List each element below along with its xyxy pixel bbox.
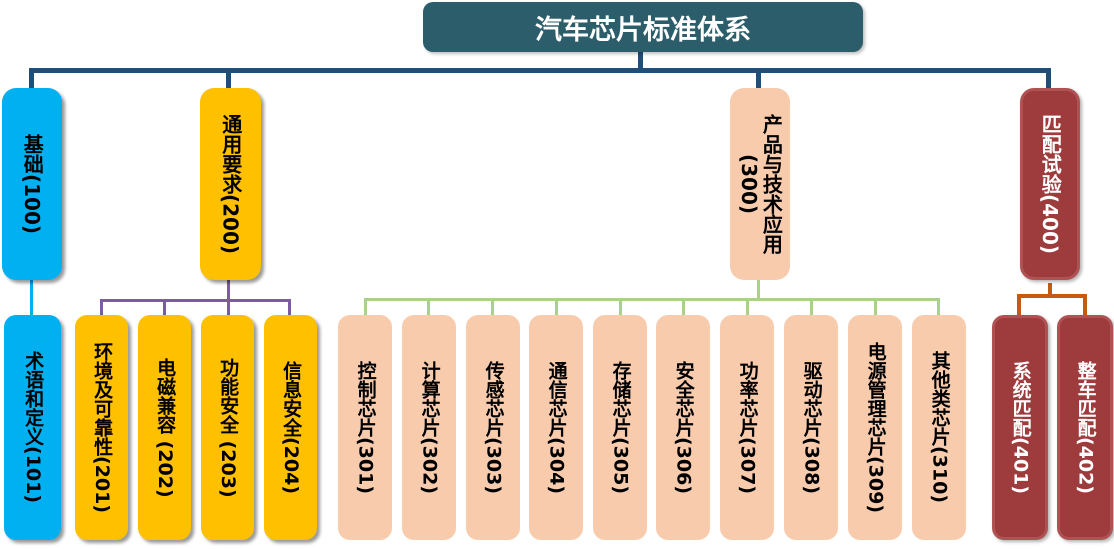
node-terms-definitions-101: 术语和定义(101): [4, 315, 61, 540]
node-power-chip-307: 功率芯片(307): [720, 315, 774, 540]
node-vehicle-matching-402: 整车匹配(402): [1057, 315, 1113, 540]
node-control-chip-301: 控制芯片(301): [338, 315, 392, 540]
node-other-chips-310: 其他类芯片(310): [912, 315, 966, 540]
connector-drop-204: [288, 299, 291, 315]
connector-drop-300: [756, 68, 761, 88]
node-computing-chip-302: 计算芯片(302): [402, 315, 456, 540]
node-env-reliability-201: 环境及可靠性(201): [75, 315, 128, 540]
node-storage-chip-305-label: 存储芯片(305): [609, 360, 632, 495]
node-communication-chip-304: 通信芯片(304): [529, 315, 583, 540]
node-general-requirements-200: 通用要求(200): [200, 88, 261, 280]
node-emc-202: 电磁兼容 (202): [138, 315, 191, 540]
node-computing-chip-302-label: 计算芯片(302): [418, 360, 441, 495]
node-product-tech-application-300: 产品与技术应用(300): [730, 88, 790, 280]
connector-drop-303: [491, 298, 494, 315]
connector-drop-308: [810, 298, 813, 315]
node-power-chip-307-label: 功率芯片(307): [736, 360, 759, 495]
node-driver-chip-308: 驱动芯片(308): [784, 315, 838, 540]
connector-level1-hbar: [29, 68, 1051, 73]
connector-300-hbar: [364, 298, 940, 301]
node-base-100-label: 基础(100): [20, 133, 45, 235]
connector-drop-401: [1017, 294, 1021, 315]
node-security-chip-306-label: 安全芯片(306): [672, 360, 695, 495]
node-matching-test-400: 匹配试验(400): [1020, 88, 1080, 280]
connector-200-stem: [227, 280, 230, 315]
connector-drop-309: [874, 298, 877, 315]
node-sensing-chip-303-label: 传感芯片(303): [482, 360, 505, 495]
connector-400-hbar: [1017, 294, 1087, 298]
node-matching-test-400-label: 匹配试验(400): [1038, 113, 1063, 255]
node-base-100: 基础(100): [2, 88, 62, 280]
connector-root-stem: [638, 52, 643, 70]
node-system-matching-401: 系统匹配(401): [992, 315, 1048, 540]
node-control-chip-301-label: 控制芯片(301): [354, 360, 377, 495]
node-other-chips-310-label: 其他类芯片(310): [928, 351, 951, 504]
node-functional-safety-203-label: 功能安全 (203): [217, 357, 240, 498]
node-power-management-chip-309: 电源管理芯片(309): [848, 315, 902, 540]
connector-200-hbar: [100, 299, 291, 302]
connector-drop-306: [682, 298, 685, 315]
node-root-label: 汽车芯片标准体系: [535, 14, 751, 46]
connector-drop-202: [163, 299, 166, 315]
node-emc-202-label: 电磁兼容 (202): [154, 357, 177, 498]
node-sensing-chip-303: 传感芯片(303): [466, 315, 520, 540]
node-system-matching-401-label: 系统匹配(401): [1009, 360, 1032, 495]
node-info-security-204-label: 信息安全(204): [280, 360, 303, 495]
node-security-chip-306: 安全芯片(306): [656, 315, 710, 540]
connector-drop-400: [1046, 68, 1051, 88]
node-functional-safety-203: 功能安全 (203): [201, 315, 254, 540]
connector-drop-302: [427, 298, 430, 315]
connector-drop-304: [555, 298, 558, 315]
node-product-tech-application-300-label: 产品与技术应用(300): [737, 114, 784, 254]
connector-400-stem: [1048, 283, 1052, 297]
node-terms-definitions-101-label: 术语和定义(101): [22, 351, 45, 504]
connector-drop-310: [937, 298, 940, 315]
connector-drop-100: [29, 68, 34, 88]
node-info-security-204: 信息安全(204): [264, 315, 317, 540]
node-communication-chip-304-label: 通信芯片(304): [545, 360, 568, 495]
connector-drop-200: [226, 68, 231, 88]
connector-drop-307: [746, 298, 749, 315]
node-root: 汽车芯片标准体系: [423, 2, 863, 52]
connector-drop-201: [100, 299, 103, 315]
node-power-management-chip-309-label: 电源管理芯片(309): [864, 341, 887, 514]
node-env-reliability-201-label: 环境及可靠性(201): [91, 341, 114, 514]
node-vehicle-matching-402-label: 整车匹配(402): [1074, 360, 1097, 495]
connector-drop-402: [1083, 294, 1087, 315]
node-driver-chip-308-label: 驱动芯片(308): [800, 360, 823, 495]
connector-100-101: [30, 280, 33, 315]
node-storage-chip-305: 存储芯片(305): [593, 315, 647, 540]
connector-300-stem: [757, 280, 760, 300]
node-general-requirements-200-label: 通用要求(200): [218, 113, 243, 255]
connector-drop-305: [619, 298, 622, 315]
connector-drop-301: [364, 298, 367, 315]
